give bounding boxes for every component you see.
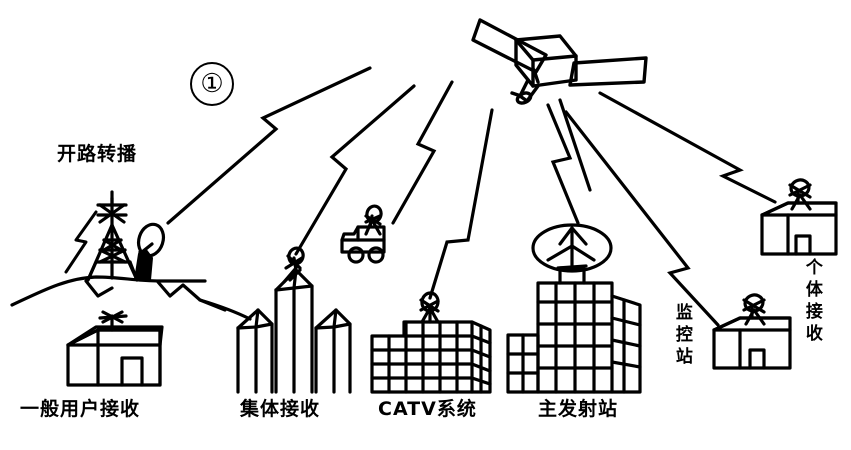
label-general-user-reception: 一般用户接收 — [20, 398, 141, 420]
general-user-house-icon — [66, 310, 164, 387]
catv-system-building-icon — [370, 291, 492, 394]
label-main-transmitting-station: 主发射站 — [538, 398, 619, 420]
monitoring-station-house-icon — [712, 293, 792, 370]
label-monitoring-station: 监控站 — [671, 303, 692, 369]
satellite-icon — [471, 18, 648, 105]
collective-reception-towers-icon — [236, 246, 352, 394]
open-relay-tower-icon — [64, 190, 166, 282]
signal-path-main-station — [546, 103, 580, 225]
signal-path-relay-tower — [166, 66, 372, 225]
signal-path-individual — [598, 91, 777, 204]
signal-path-mobile-van — [391, 80, 454, 225]
label-individual-reception: 个体接收 — [801, 258, 822, 346]
signal-path-collective — [294, 84, 416, 256]
label-catv-system: CATV系统 — [378, 398, 477, 420]
mobile-uplink-van-icon — [340, 204, 386, 264]
signal-path-monitor — [564, 110, 720, 327]
main-transmitting-station-icon — [506, 223, 642, 394]
signal-path-main-station-b — [558, 98, 592, 192]
signal-path-catv — [428, 108, 494, 300]
label-open-relay: 开路转播 — [57, 143, 138, 165]
individual-reception-house-icon — [760, 178, 838, 256]
hill-outline — [10, 275, 252, 321]
figure-number-badge: ① — [190, 62, 234, 106]
label-collective-reception: 集体接收 — [240, 398, 321, 420]
signal-paths — [166, 66, 777, 327]
relay-tower-shadow — [133, 248, 154, 281]
